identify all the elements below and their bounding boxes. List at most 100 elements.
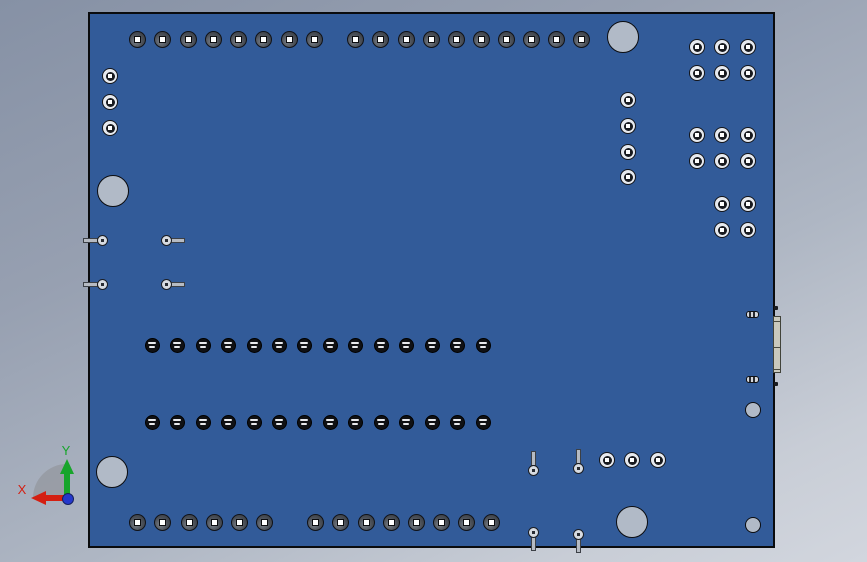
pad-ring <box>623 147 633 157</box>
pad-hole <box>477 35 485 43</box>
slot-mark <box>224 419 232 421</box>
pad-hole <box>387 518 395 526</box>
solder-pad <box>482 513 500 531</box>
slot-mark <box>275 419 283 421</box>
pad-hole <box>462 518 470 526</box>
pad-hole <box>720 228 724 232</box>
plated-pad <box>689 39 705 55</box>
plated-pad <box>620 169 636 185</box>
slot-pad <box>373 414 389 430</box>
slot-pad <box>373 337 389 353</box>
plated-pad <box>740 153 756 169</box>
pad-hole <box>577 35 585 43</box>
slot-pad <box>322 337 338 353</box>
triad-arc <box>33 464 67 498</box>
solder-pad <box>230 513 248 531</box>
slot-mark <box>251 423 257 425</box>
solder-pad <box>180 513 198 531</box>
pad-hole <box>695 159 699 163</box>
pad-hole <box>746 228 750 232</box>
solder-pad <box>447 30 465 48</box>
pin-shaft <box>530 451 536 466</box>
slot-mark <box>378 423 384 425</box>
solder-pad <box>371 30 389 48</box>
pad-hole <box>695 133 699 137</box>
solder-pad <box>357 513 375 531</box>
pad-hole <box>746 71 750 75</box>
pad-ring <box>692 68 702 78</box>
slot-pad <box>220 337 236 353</box>
pad-hole <box>311 518 319 526</box>
solder-pad <box>128 30 146 48</box>
pin-head <box>527 526 539 538</box>
orientation-triad[interactable]: X Y <box>8 434 88 518</box>
solder-pad <box>204 30 222 48</box>
pin-center <box>164 282 168 286</box>
axis-x-arrowhead <box>31 491 46 505</box>
pin-shaft <box>170 281 185 287</box>
pad-ring <box>717 156 727 166</box>
slot-pad <box>424 414 440 430</box>
plated-pad <box>740 196 756 212</box>
solder-pad <box>407 513 425 531</box>
slot-mark <box>224 342 232 344</box>
slot-mark <box>403 346 409 348</box>
pad-hole <box>209 35 217 43</box>
pad-ring <box>717 42 727 52</box>
solder-pad <box>254 30 272 48</box>
pad-hole <box>412 518 420 526</box>
slot-pad <box>449 337 465 353</box>
solder-pad <box>331 513 349 531</box>
solder-pad <box>153 30 171 48</box>
solder-pad <box>346 30 364 48</box>
solder-pad <box>306 513 324 531</box>
slot-pad <box>475 337 491 353</box>
slot-mark <box>199 419 207 421</box>
pad-ring <box>692 42 702 52</box>
slot-mark <box>351 419 359 421</box>
pin-center <box>531 468 535 472</box>
pad-hole <box>427 35 435 43</box>
plated-pad <box>689 65 705 81</box>
slot-mark <box>250 419 258 421</box>
slot-mark <box>225 423 231 425</box>
slot-pad <box>424 337 440 353</box>
pad-hole <box>720 71 724 75</box>
pin-head <box>96 278 108 290</box>
solder-pad <box>547 30 565 48</box>
pad-divider <box>748 311 751 317</box>
pad-hole <box>452 35 460 43</box>
solder-pad <box>280 30 298 48</box>
slot-pad <box>449 414 465 430</box>
axis-z-origin-dot <box>62 493 74 505</box>
solder-pad <box>457 513 475 531</box>
pad-ring <box>623 121 633 131</box>
slot-mark <box>276 423 282 425</box>
slot-pad <box>322 414 338 430</box>
slot-mark <box>275 342 283 344</box>
plated-pad <box>620 92 636 108</box>
slot-pad <box>169 337 185 353</box>
slot-mark <box>351 342 359 344</box>
solder-pad <box>422 30 440 48</box>
slot-mark <box>148 419 156 421</box>
pin-center <box>164 238 168 242</box>
pcb-board[interactable] <box>88 12 775 548</box>
pad-hole <box>234 35 242 43</box>
plated-pad <box>650 452 666 468</box>
plated-pad <box>689 153 705 169</box>
slot-pad <box>398 337 414 353</box>
slot-mark <box>453 419 461 421</box>
mounting-hole <box>616 506 648 538</box>
plated-pad <box>620 118 636 134</box>
axis-x-label: X <box>18 482 27 497</box>
slot-mark <box>149 346 155 348</box>
edge-mark <box>774 306 778 310</box>
pin-shaft <box>575 538 581 553</box>
mounting-hole <box>745 517 761 533</box>
slot-pad <box>347 337 363 353</box>
pad-hole <box>235 518 243 526</box>
pad-hole <box>259 35 267 43</box>
plated-pad <box>689 127 705 143</box>
